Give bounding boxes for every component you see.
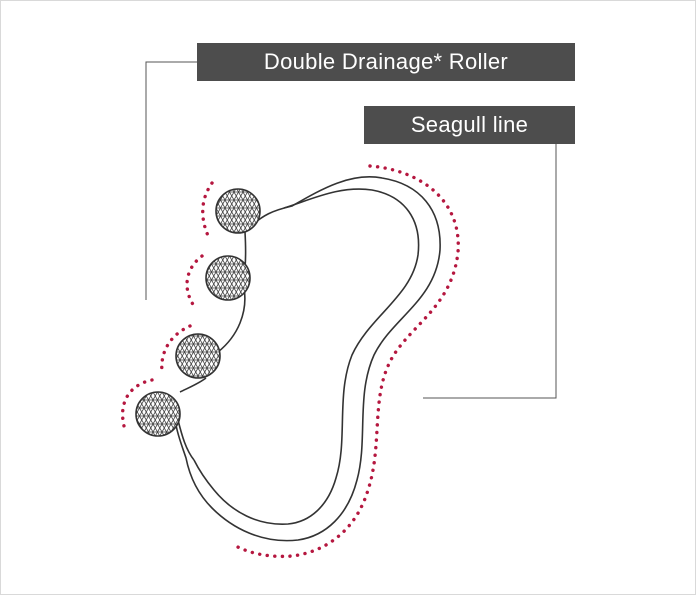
roller-dotted-line-1 [201, 181, 214, 242]
seagull-leader-line [423, 143, 557, 399]
seagull-dotted-line [230, 164, 460, 559]
seagull-line-label: Seagull line [364, 106, 575, 144]
mesh-roller-1 [215, 188, 261, 234]
roller-dotted-line-2 [185, 254, 204, 308]
leader-lines [145, 61, 557, 399]
roller-leader-line [145, 61, 197, 300]
roller-dotted-line-3 [160, 324, 192, 374]
mesh-roller-2 [205, 255, 251, 301]
roller-dotted-line-4 [121, 378, 154, 428]
device-body-inner-line [193, 188, 420, 525]
double-drainage-roller-label: Double Drainage* Roller [197, 43, 575, 81]
mesh-roller-3 [175, 333, 221, 379]
mesh-roller-4 [135, 391, 181, 437]
device-neck-outline [177, 231, 247, 461]
device-body-outline [175, 176, 441, 542]
